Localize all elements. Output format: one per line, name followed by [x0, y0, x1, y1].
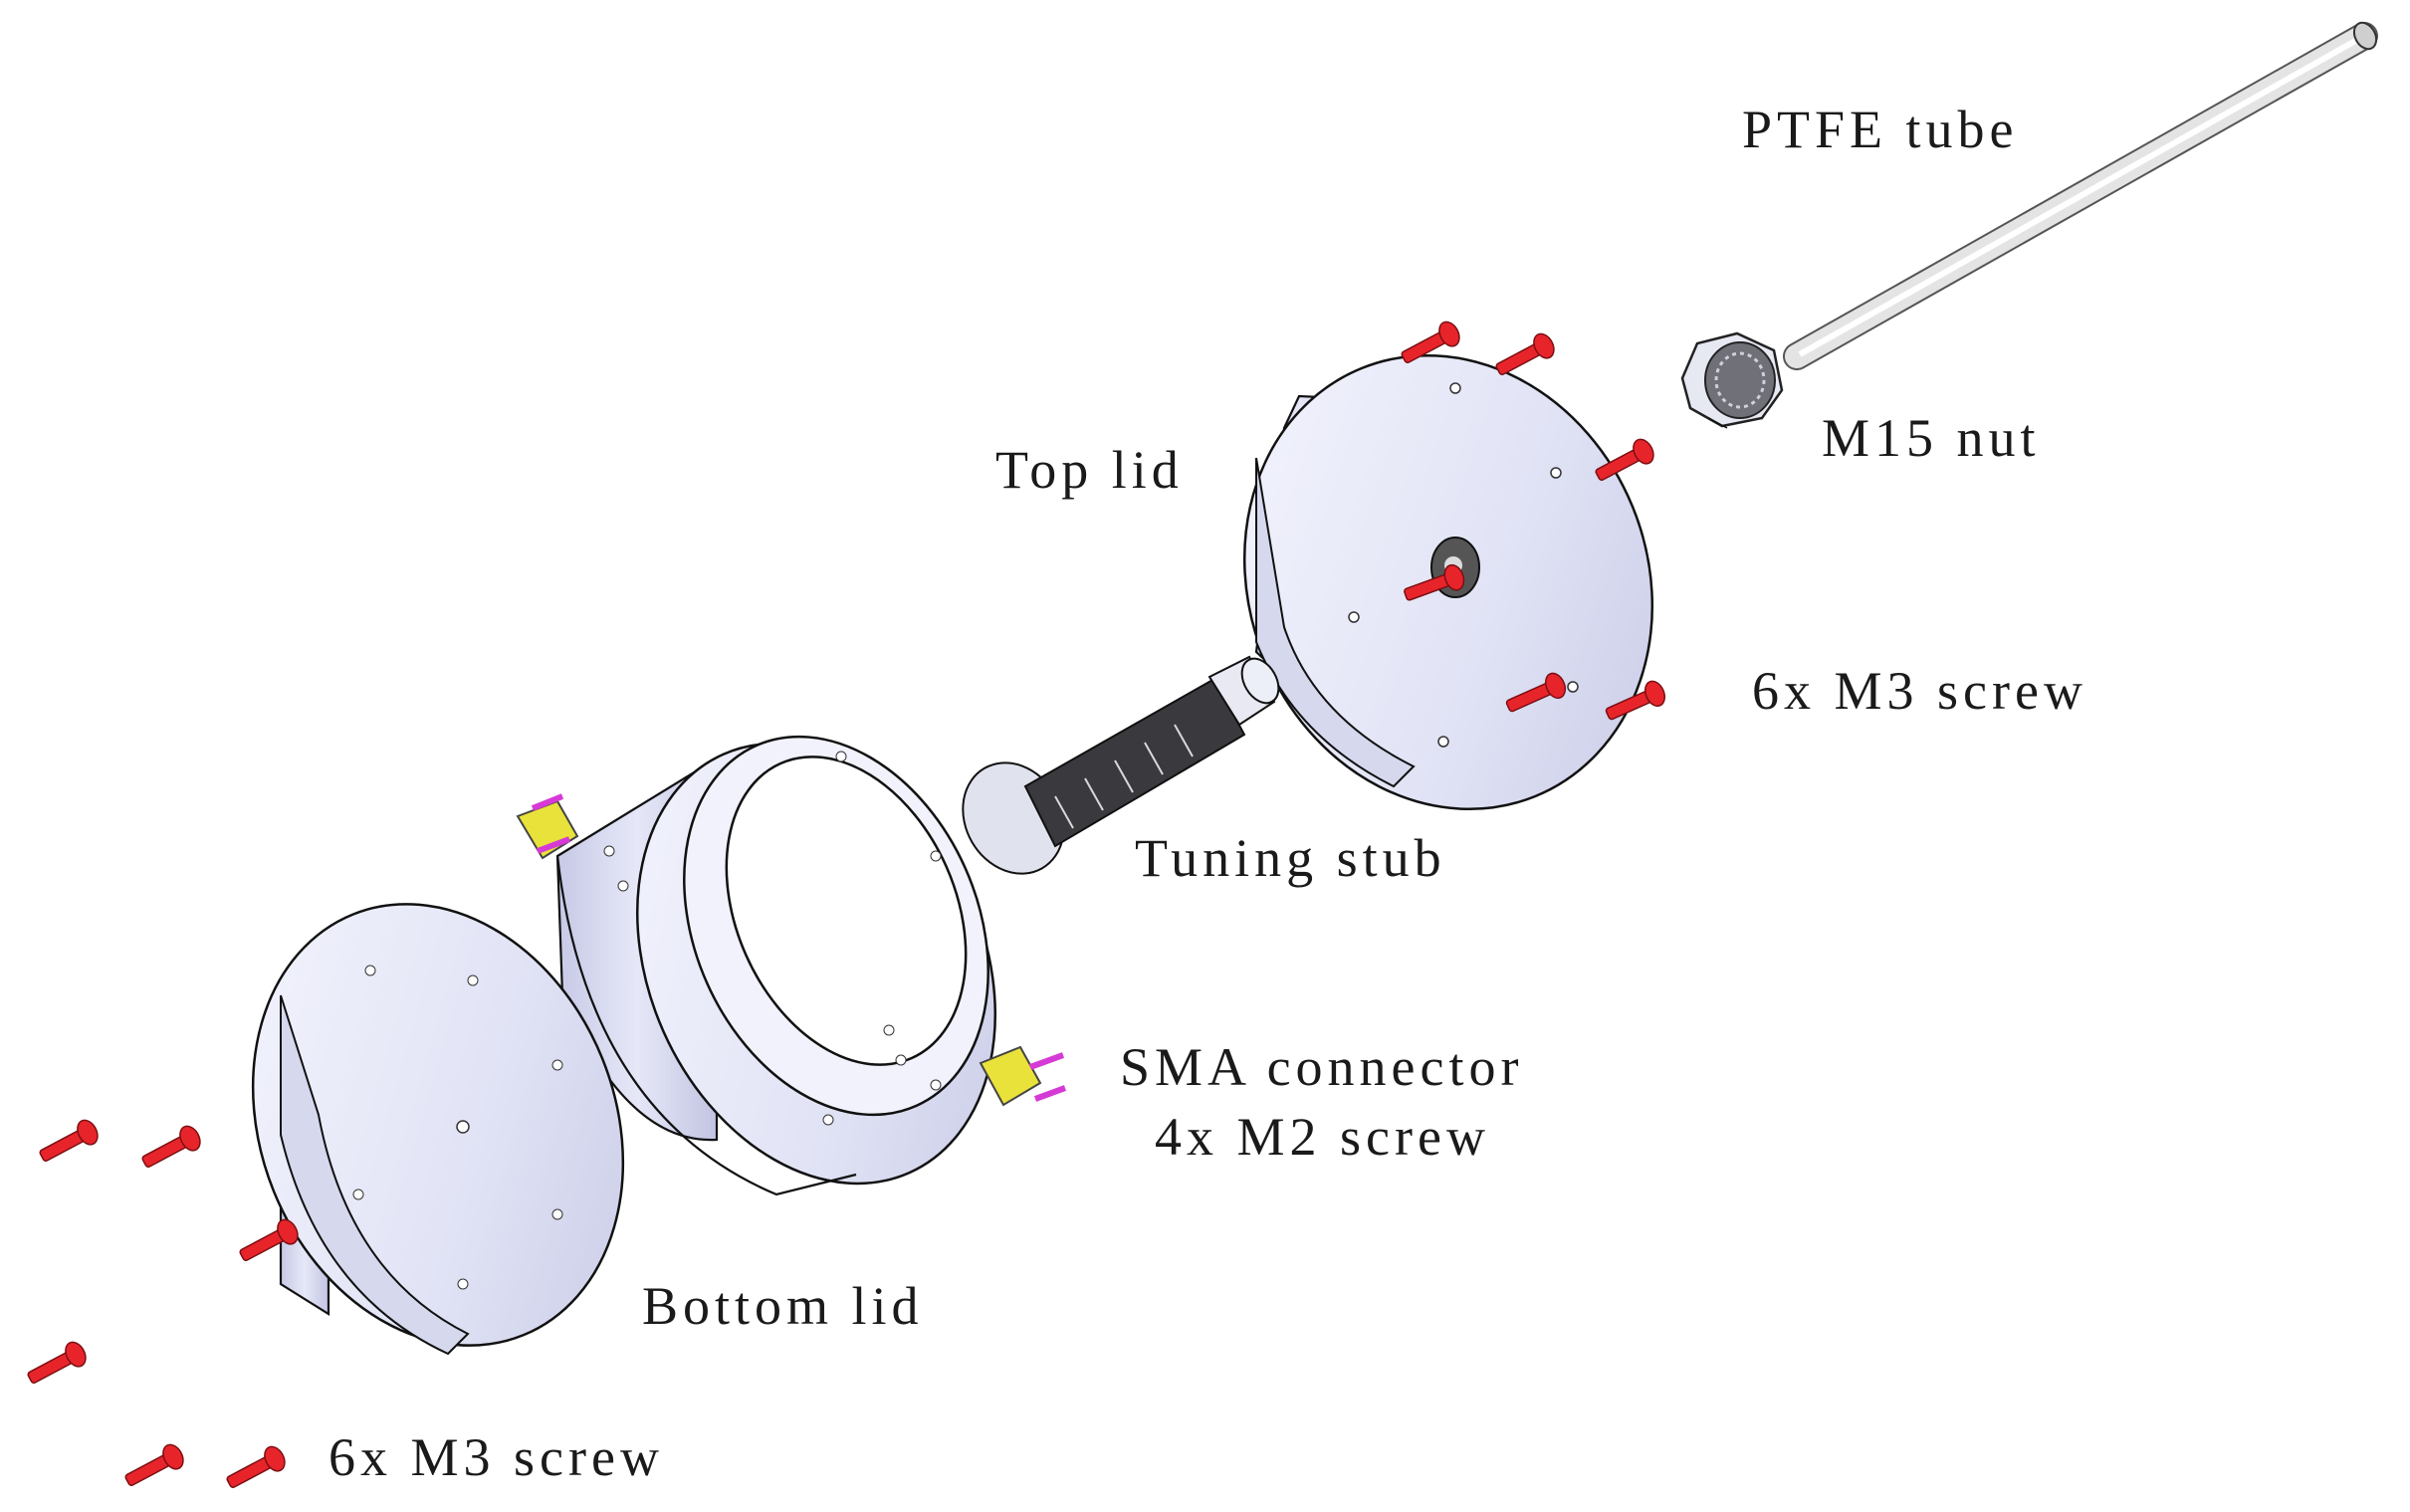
m3-screws-top-label: 6x M3 screw [1752, 661, 2087, 721]
bottom-lid-label: Bottom lid [642, 1276, 924, 1336]
m3-screws-bottom [23, 1116, 303, 1496]
m2-screws-label: 4x M2 screw [1155, 1107, 1490, 1167]
m15-nut-label: M15 nut [1822, 408, 2041, 468]
cavity-body [555, 735, 996, 1196]
sma-connector-lower [979, 1045, 1067, 1107]
ptfe-tube [1783, 21, 2378, 370]
m15-nut [1680, 331, 1784, 429]
tuning-stub [962, 655, 1280, 875]
top-lid-label: Top lid [995, 440, 1184, 500]
m3-screws-bottom-label: 6x M3 screw [329, 1427, 664, 1487]
tuning-stub-label: Tuning stub [1135, 828, 1446, 888]
sma-connector-upper [516, 793, 579, 860]
ptfe-tube-label: PTFE tube [1742, 100, 2019, 159]
sma-connector-label: SMA connector [1120, 1037, 1523, 1097]
